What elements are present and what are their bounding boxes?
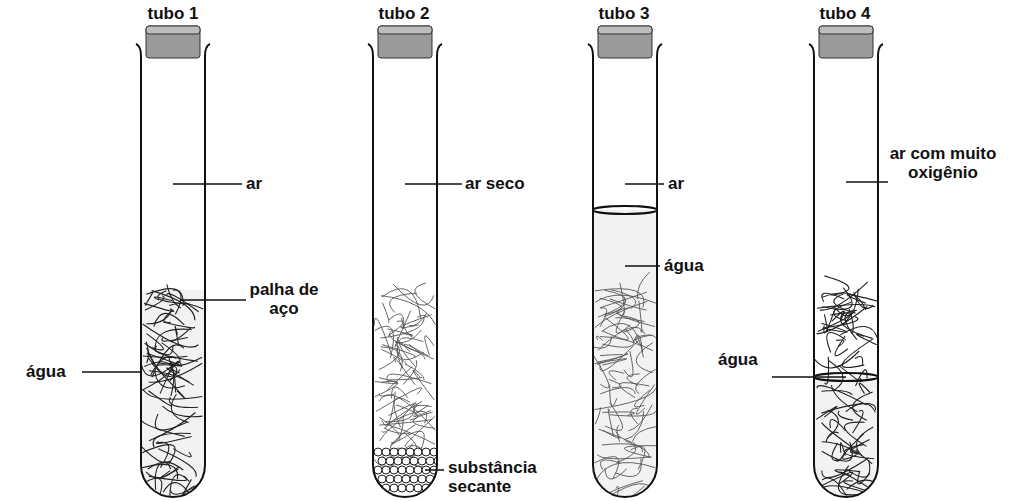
- steel-wool: [141, 272, 878, 501]
- part-label: água: [26, 362, 80, 381]
- steel-wool-fibres: [141, 284, 203, 501]
- stopper: [146, 26, 873, 58]
- part-label: substância secante: [448, 458, 578, 496]
- tube-title: tubo 2: [371, 4, 437, 23]
- part-label: ar seco: [465, 174, 565, 193]
- part-label: água: [664, 256, 718, 275]
- steel-wool-fibres: [593, 272, 656, 501]
- leader-line: [82, 182, 888, 470]
- steel-wool-fibres: [373, 283, 435, 478]
- water: [141, 210, 878, 497]
- part-label: ar: [668, 174, 708, 193]
- part-label: ar com muito oxigênio: [888, 144, 998, 182]
- part-label: água: [718, 350, 772, 369]
- part-label: ar: [246, 174, 286, 193]
- tube-title: tubo 1: [140, 4, 206, 23]
- tube-title: tubo 3: [591, 4, 657, 23]
- tube-title: tubo 4: [812, 4, 878, 23]
- steel-wool-fibres: [814, 276, 878, 496]
- water-surface: [593, 206, 657, 214]
- tube-outline: [136, 44, 883, 497]
- part-label: palha de aço: [248, 280, 320, 318]
